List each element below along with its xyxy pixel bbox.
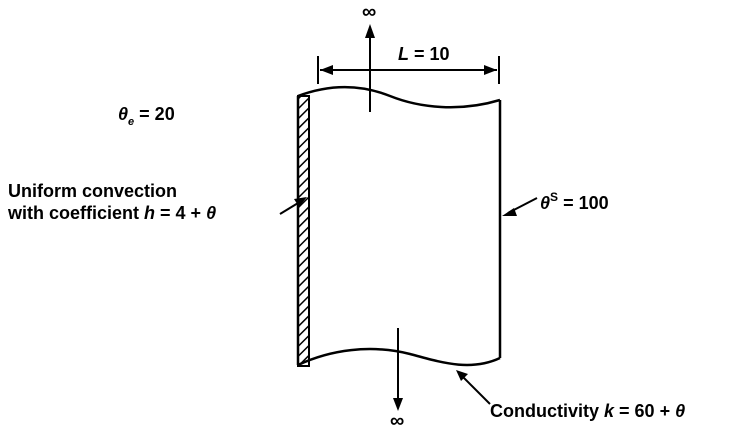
slab-top-edge (297, 85, 501, 109)
ambient-temperature-label: θe = 20 (118, 104, 175, 132)
surface-theta-symbol: θ (540, 193, 551, 213)
convection-prefix: with coefficient (8, 203, 145, 223)
bottom-infinity-symbol: ∞ (390, 410, 405, 432)
convection-theta: θ (206, 203, 217, 223)
ambient-value: = 20 (134, 104, 175, 124)
length-equals: = (409, 44, 430, 64)
surface-value: = 100 (558, 193, 609, 213)
conductivity-label: Conductivity k = 60 + θ (490, 401, 685, 421)
dimension-arrow-right (484, 65, 497, 75)
slab-bottom-edge (297, 347, 501, 367)
conductivity-prefix: Conductivity (490, 401, 605, 421)
top-infinity-symbol: ∞ (362, 1, 377, 23)
ambient-theta-symbol: θ (118, 104, 129, 124)
conductivity-theta: θ (675, 401, 686, 421)
convection-line-1: Uniform convection (8, 181, 178, 201)
surface-superscript: S (550, 190, 559, 204)
convection-label: Uniform convection with coefficient h = … (8, 180, 216, 224)
conductivity-k-var: k (604, 401, 615, 421)
convection-h-var: h (144, 203, 156, 223)
convection-boundary-strip (297, 95, 310, 367)
length-value: 10 (429, 44, 450, 64)
length-symbol: L (398, 44, 409, 64)
top-extent-arrowhead (365, 24, 375, 38)
conductivity-leader-line (461, 375, 491, 405)
length-label: L = 10 (398, 44, 450, 64)
convection-line-2: with coefficient h = 4 + θ (8, 202, 216, 224)
surface-temperature-label: θS = 100 (540, 187, 609, 213)
bottom-extent-arrowhead (393, 398, 403, 411)
convection-leader-arrowhead (294, 197, 307, 207)
ambient-subscript: e (128, 116, 135, 128)
convection-expr: = 4 + (155, 203, 207, 223)
surface-temp-leader-arrowhead (502, 208, 517, 216)
conductivity-leader-arrowhead (456, 370, 468, 381)
dimension-arrow-left (320, 65, 333, 75)
conductivity-expr: = 60 + (614, 401, 676, 421)
